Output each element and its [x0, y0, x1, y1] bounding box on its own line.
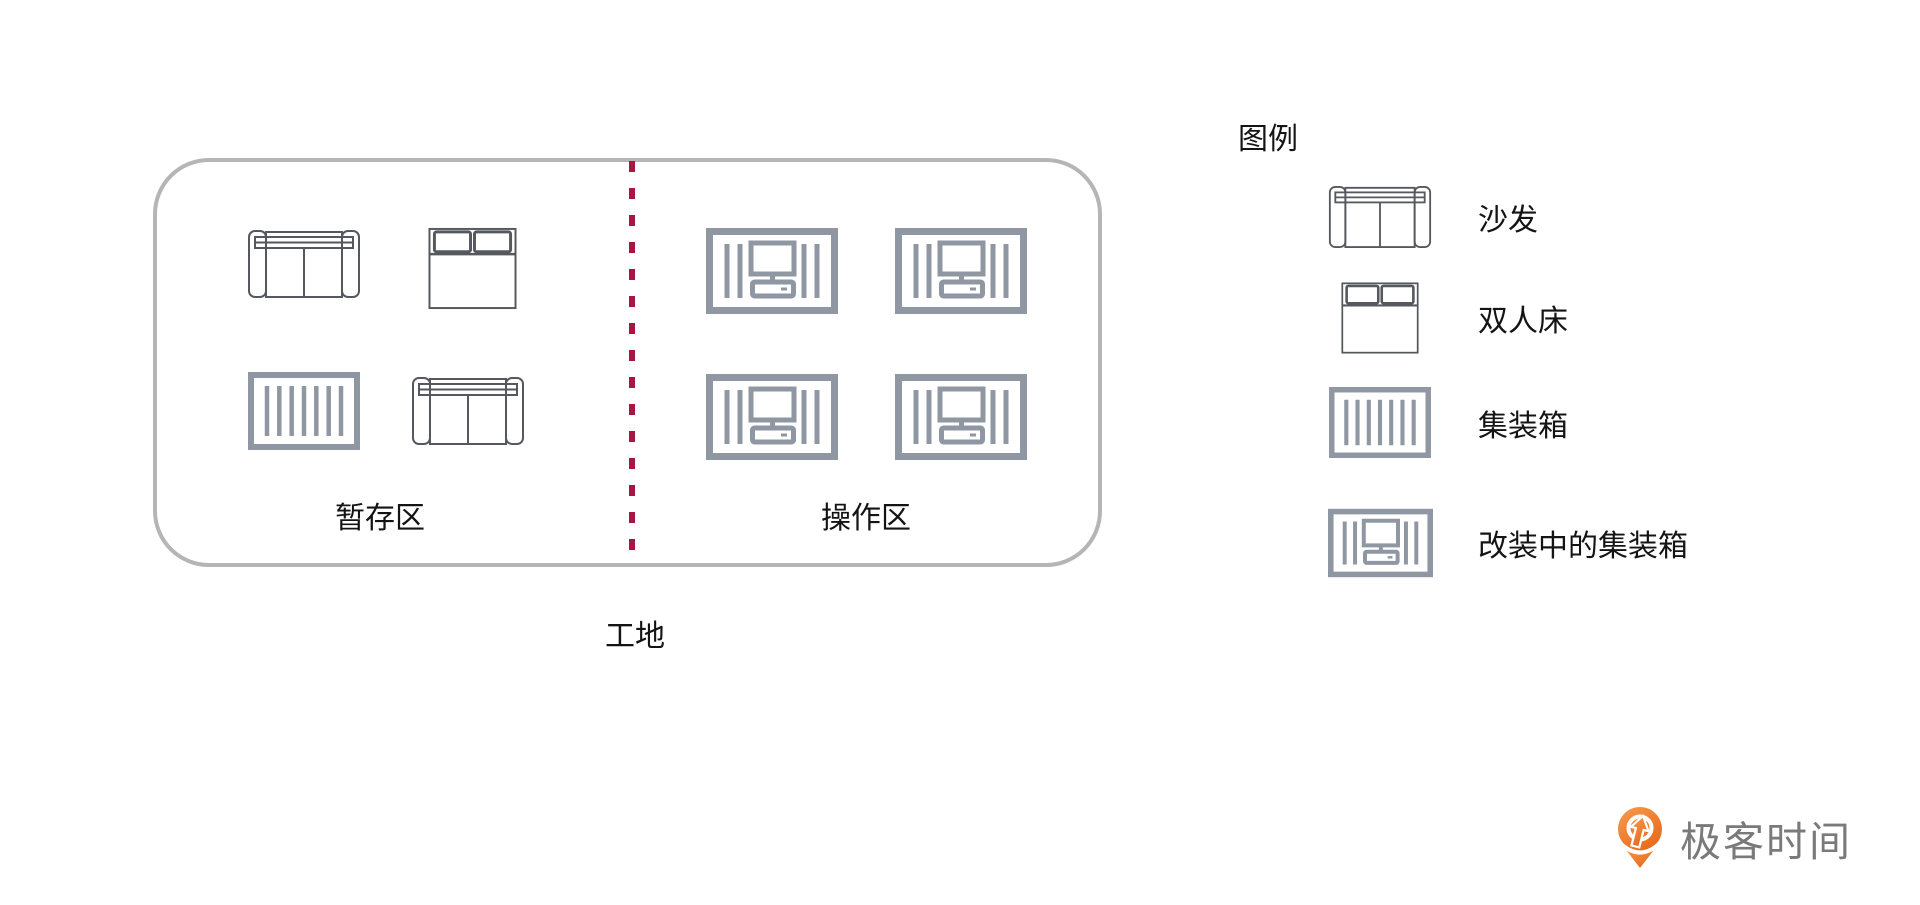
modified-container-icon [706, 228, 838, 314]
operation-zone-label: 操作区 [821, 502, 911, 535]
legend-row: 集装箱 [1320, 387, 1568, 458]
geektime-logo-text: 极客时间 [1680, 819, 1852, 865]
modified-container-icon [1328, 508, 1433, 578]
geektime-logo-icon [1615, 806, 1665, 870]
modified-container-icon [895, 228, 1027, 314]
site-map-title: 工地 [605, 620, 665, 653]
legend-title: 图例 [1238, 123, 1298, 156]
legend-row: 沙发 [1320, 186, 1538, 248]
geektime-branding: 极客时间 [1615, 806, 1852, 870]
zone-divider-dashed-line [629, 161, 635, 565]
container-icon [1327, 387, 1433, 458]
sofa-icon [248, 230, 360, 298]
legend-icon-slot [1320, 508, 1440, 578]
legend-label: 集装箱 [1478, 409, 1568, 443]
sofa-icon [1328, 186, 1432, 248]
legend-row: 双人床 [1320, 281, 1568, 355]
legend-label: 双人床 [1478, 305, 1568, 338]
legend-label: 改装中的集装箱 [1478, 530, 1688, 563]
modified-container-icon [895, 374, 1027, 460]
container-icon [248, 372, 360, 450]
double-bed-icon [428, 227, 517, 310]
legend-label: 沙发 [1478, 204, 1538, 237]
modified-container-icon [706, 374, 838, 460]
sofa-icon [412, 377, 524, 445]
staging-zone-label: 暂存区 [335, 502, 425, 535]
legend-icon-slot [1320, 281, 1440, 355]
site-map-outline [153, 158, 1102, 567]
legend-icon-slot [1320, 186, 1440, 248]
legend-icon-slot [1320, 387, 1440, 458]
legend-row: 改装中的集装箱 [1320, 508, 1688, 578]
double-bed-icon [1341, 281, 1419, 355]
